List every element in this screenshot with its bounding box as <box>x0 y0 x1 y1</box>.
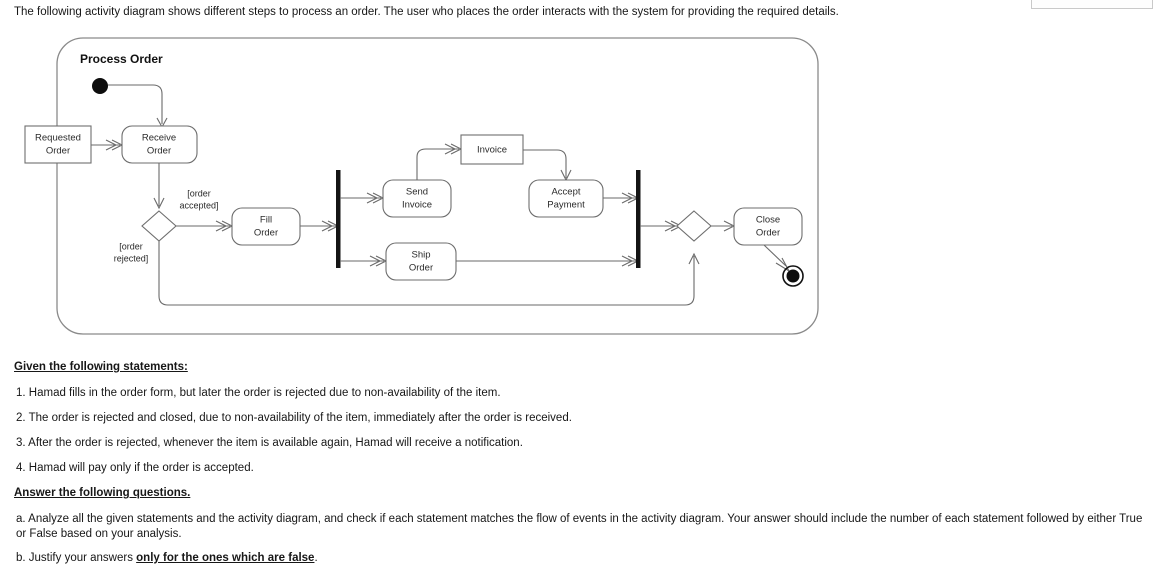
arrowhead2-ship-to-join <box>621 255 634 267</box>
questions-heading: Answer the following questions. <box>14 487 191 499</box>
question-b-emphasis: only for the ones which are false <box>136 552 315 564</box>
node-receive-order-label-line2: Order <box>147 146 171 157</box>
node-ship-order-label-line2: Order <box>409 263 433 274</box>
activity-diagram: Process Order Requested Order Receive Or… <box>0 28 860 348</box>
arrowhead2-decision-to-fill-order <box>215 220 228 232</box>
statement-3: 3. After the order is rejected, whenever… <box>16 437 523 449</box>
arrowhead2-send-invoice-to-invoice <box>444 143 457 155</box>
node-requested-order-label-line1: Requested <box>35 133 81 144</box>
guard-order-accepted-line1: [order <box>187 188 211 198</box>
node-invoice <box>460 134 524 165</box>
edge-send-invoice-to-invoice <box>416 148 459 180</box>
arrowhead-rejected-to-merge <box>688 252 700 265</box>
arrowhead2-requested-to-receive <box>105 139 118 151</box>
question-b-prefix: b. Justify your answers <box>16 552 137 564</box>
final-node-ring <box>782 265 804 287</box>
question-a: a. Analyze all the given statements and … <box>16 513 1143 540</box>
diagram-title: Process Order <box>80 52 163 66</box>
node-requested-order <box>24 125 92 164</box>
node-close-order <box>733 207 803 246</box>
guard-order-rejected-line2: rejected] <box>114 253 149 263</box>
edge-initial-to-receive <box>108 84 163 124</box>
arrowhead2-join-to-merge <box>664 220 677 232</box>
node-send-invoice-label-line1: Send <box>406 187 428 198</box>
node-close-order-label-line2: Order <box>756 228 780 239</box>
intro-paragraph: The following activity diagram shows dif… <box>14 6 839 18</box>
initial-node <box>92 78 108 94</box>
statement-2: 2. The order is rejected and closed, due… <box>16 412 572 424</box>
node-send-invoice-label-line2: Invoice <box>402 200 432 211</box>
node-fill-order-label-line1: Fill <box>260 215 272 226</box>
final-node-center <box>786 269 800 283</box>
node-accept-payment-label-line2: Payment <box>547 200 585 211</box>
question-b: b. Justify your answers only for the one… <box>16 551 816 566</box>
edge-invoice-to-accept-payment <box>523 149 567 178</box>
statement-4: 4. Hamad will pay only if the order is a… <box>16 462 254 474</box>
guard-order-rejected-line1: [order <box>119 241 143 251</box>
edge-close-order-to-final <box>763 244 787 267</box>
arrowhead2-accept-to-join <box>621 192 634 204</box>
edge-order-rejected-path <box>158 241 695 306</box>
statement-1: 1. Hamad fills in the order form, but la… <box>16 387 501 399</box>
node-accept-payment-label-line1: Accept <box>551 187 580 198</box>
statements-heading: Given the following statements: <box>14 361 188 373</box>
node-fill-order-label-line2: Order <box>254 228 278 239</box>
guard-order-accepted-line2: accepted] <box>179 200 218 210</box>
node-invoice-label: Invoice <box>477 145 507 156</box>
arrowhead2-fork-to-send-invoice <box>366 192 379 204</box>
arrowhead-receive-to-decision <box>153 197 165 210</box>
node-requested-order-label-line2: Order <box>46 146 70 157</box>
node-close-order-label-line1: Close <box>756 215 780 226</box>
arrowhead2-fork-to-ship-order <box>369 255 382 267</box>
merge-node <box>676 210 712 242</box>
arrowhead2-fill-to-fork <box>321 220 334 232</box>
join-bar <box>636 170 641 268</box>
node-receive-order-label-line1: Receive <box>142 133 176 144</box>
node-ship-order-label-line1: Ship <box>411 250 430 261</box>
fork-bar <box>336 170 341 268</box>
question-b-suffix: . <box>314 552 318 564</box>
